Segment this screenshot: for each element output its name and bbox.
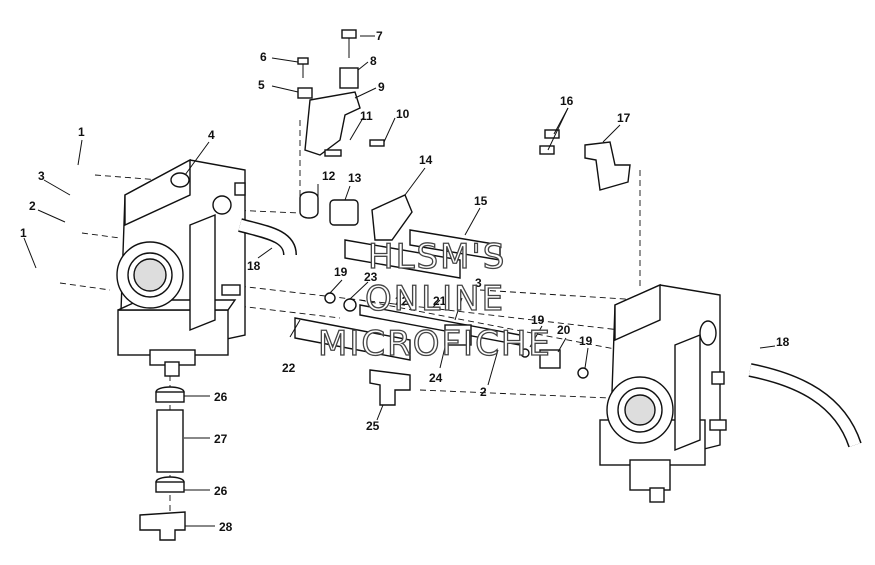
callout-10: 10 bbox=[396, 107, 410, 121]
callout-20: 20 bbox=[557, 323, 571, 337]
middle-parts bbox=[294, 191, 589, 406]
watermark: HLSM'S ONLINE MICROFICHE bbox=[317, 236, 552, 364]
callout-19-right: 19 bbox=[579, 334, 593, 348]
callout-14: 14 bbox=[419, 153, 433, 167]
callout-25: 25 bbox=[366, 419, 380, 433]
callout-23: 23 bbox=[364, 270, 378, 284]
throttle-bracket bbox=[297, 29, 385, 157]
watermark-line-3: MICROFICHE bbox=[318, 324, 552, 364]
callout-1-lower: 1 bbox=[20, 226, 27, 240]
callout-19-middle: 19 bbox=[531, 313, 545, 327]
callout-labels: 1 3 2 1 4 5 6 7 8 9 10 11 12 13 14 15 16… bbox=[20, 29, 790, 534]
callout-3-left: 3 bbox=[38, 169, 45, 183]
callout-4: 4 bbox=[208, 128, 215, 142]
callout-19-left: 19 bbox=[334, 265, 348, 279]
hoses bbox=[238, 218, 862, 448]
callout-26-lower: 26 bbox=[214, 484, 228, 498]
leader-lines bbox=[23, 35, 776, 527]
right-carburetor bbox=[599, 283, 727, 503]
callout-21: 21 bbox=[433, 294, 447, 308]
callout-13: 13 bbox=[348, 171, 362, 185]
callout-11: 11 bbox=[360, 109, 373, 123]
callout-8: 8 bbox=[370, 54, 377, 68]
callout-15: 15 bbox=[474, 194, 488, 208]
callout-7: 7 bbox=[376, 29, 383, 43]
callout-22-lower: 22 bbox=[282, 361, 296, 375]
callout-28: 28 bbox=[219, 520, 233, 534]
watermark-line-1: HLSM'S bbox=[368, 237, 506, 277]
fuel-line-parts bbox=[139, 386, 186, 541]
callout-18-right: 18 bbox=[776, 335, 790, 349]
callout-26-upper: 26 bbox=[214, 390, 228, 404]
callout-6: 6 bbox=[260, 50, 267, 64]
callout-22-upper: 22 bbox=[395, 294, 409, 308]
callout-9: 9 bbox=[378, 80, 385, 94]
callout-2-left: 2 bbox=[29, 199, 36, 213]
callout-2-middle: 2 bbox=[480, 385, 487, 399]
left-carburetor bbox=[116, 158, 246, 377]
callout-18-left: 18 bbox=[247, 259, 261, 273]
callout-24: 24 bbox=[429, 371, 443, 385]
callout-5: 5 bbox=[258, 78, 265, 92]
callout-3-middle: 3 bbox=[475, 276, 482, 290]
watermark-line-2: ONLINE bbox=[365, 279, 505, 319]
callout-16: 16 bbox=[560, 94, 574, 108]
callout-1-upper: 1 bbox=[78, 125, 85, 139]
callout-27: 27 bbox=[214, 432, 228, 446]
callout-12: 12 bbox=[322, 169, 336, 183]
right-bracket bbox=[539, 129, 631, 191]
callout-17: 17 bbox=[617, 111, 631, 125]
